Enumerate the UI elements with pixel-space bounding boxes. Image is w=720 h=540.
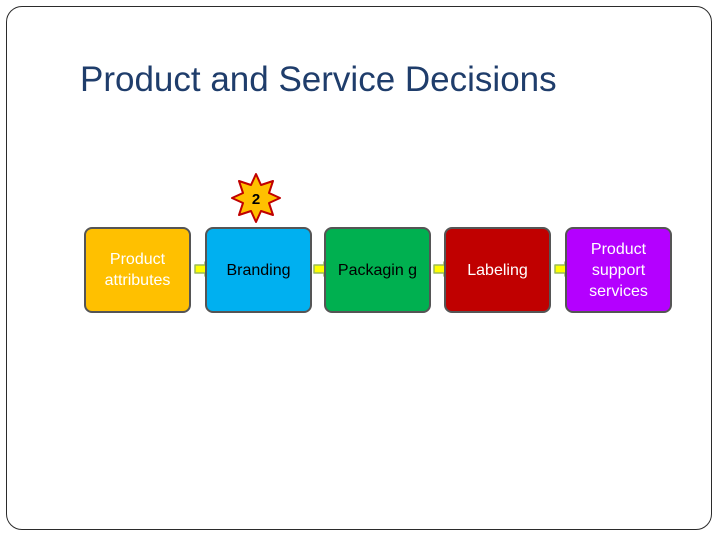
star-burst-icon: [231, 173, 281, 223]
step-packaging: Packagin g: [324, 227, 431, 313]
step-product-attributes: Product attributes: [84, 227, 191, 313]
step-branding: Branding: [205, 227, 312, 313]
step-labeling: Labeling: [444, 227, 551, 313]
slide-title: Product and Service Decisions: [80, 60, 557, 99]
step-number-badge: 2: [230, 172, 282, 224]
step-product-support-services: Product support services: [565, 227, 672, 313]
badge-number: 2: [251, 190, 261, 208]
